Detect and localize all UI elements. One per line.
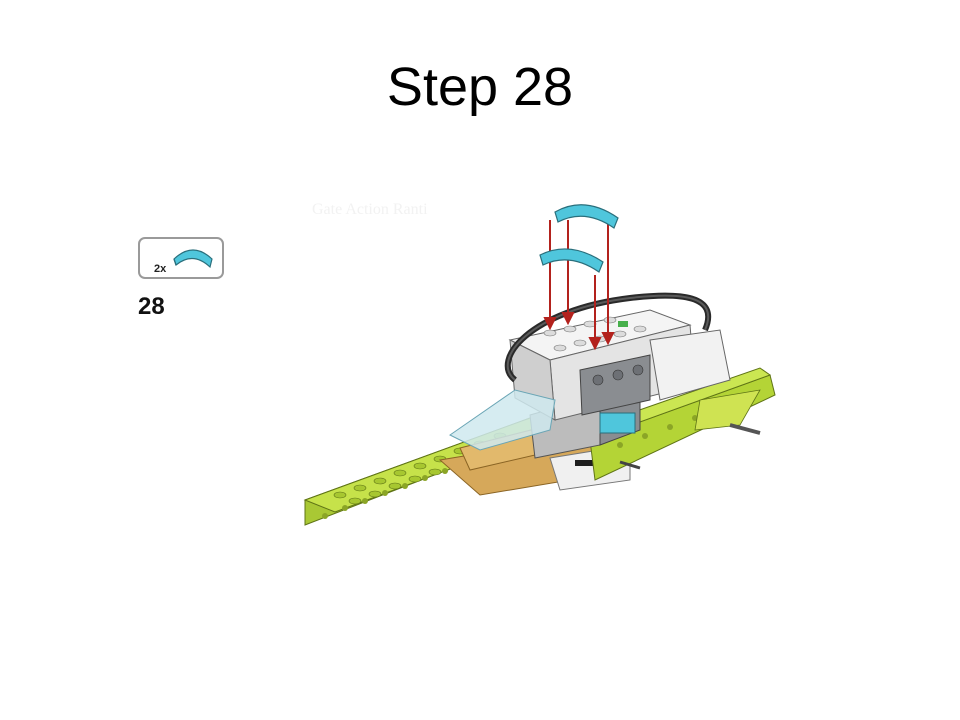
windscreen: [449, 389, 556, 451]
curved-slope-icon: [173, 249, 213, 269]
step-number: 28: [138, 293, 165, 320]
faint-watermark-text: Gate Action Ranti: [312, 201, 428, 218]
floating-curved-slope-icon: [539, 204, 619, 273]
parts-callout: 2x: [138, 237, 224, 279]
smarthub: [508, 309, 731, 421]
assembly-arrows: [543, 220, 615, 351]
step-title: Step 28: [386, 57, 574, 117]
parts-quantity: 2x: [154, 263, 167, 275]
lego-model-illustration: [303, 204, 776, 526]
